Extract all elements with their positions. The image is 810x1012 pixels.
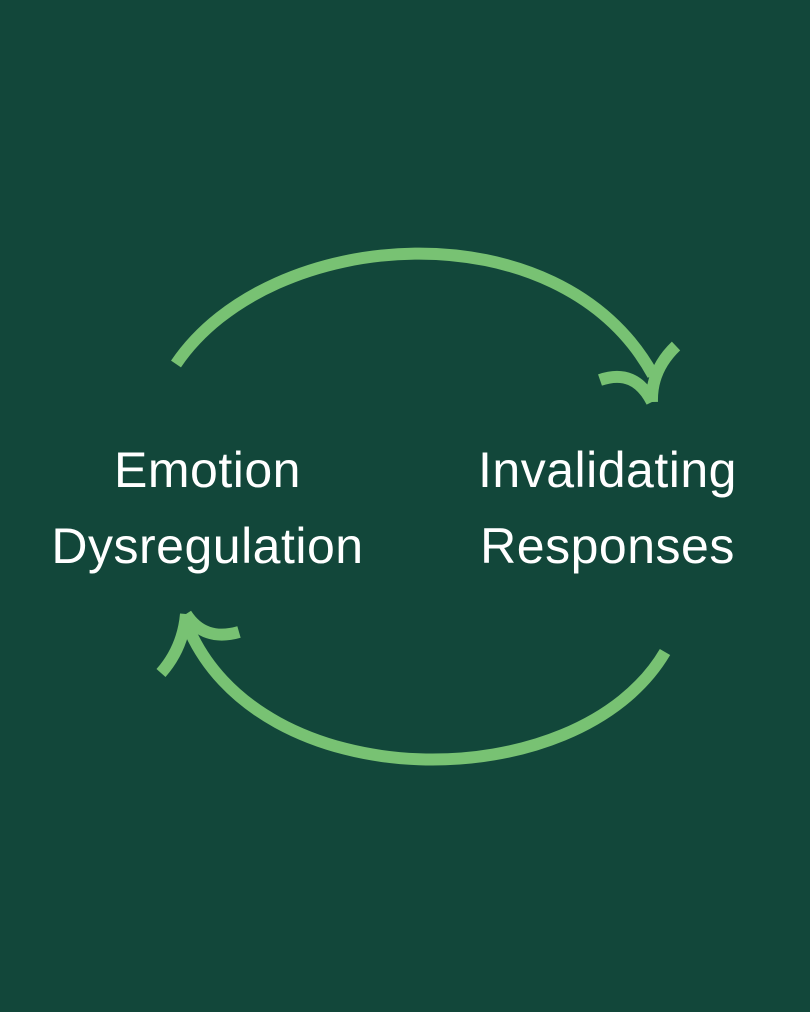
- bottom-arrow: [156, 610, 671, 766]
- node-emotion-dysregulation: Emotion Dysregulation: [5, 432, 410, 584]
- top-arrow-arc: [171, 247, 659, 378]
- node-left-line1: Emotion: [114, 442, 301, 498]
- node-right-line1: Invalidating: [478, 442, 737, 498]
- top-arrow-head: [598, 341, 681, 405]
- node-invalidating-responses: Invalidating Responses: [405, 432, 810, 584]
- node-right-line2: Responses: [480, 518, 735, 574]
- bottom-arrow-arc: [180, 619, 671, 766]
- node-left-line2: Dysregulation: [51, 518, 364, 574]
- bottom-arrow-head: [156, 610, 241, 677]
- top-arrow: [171, 247, 681, 405]
